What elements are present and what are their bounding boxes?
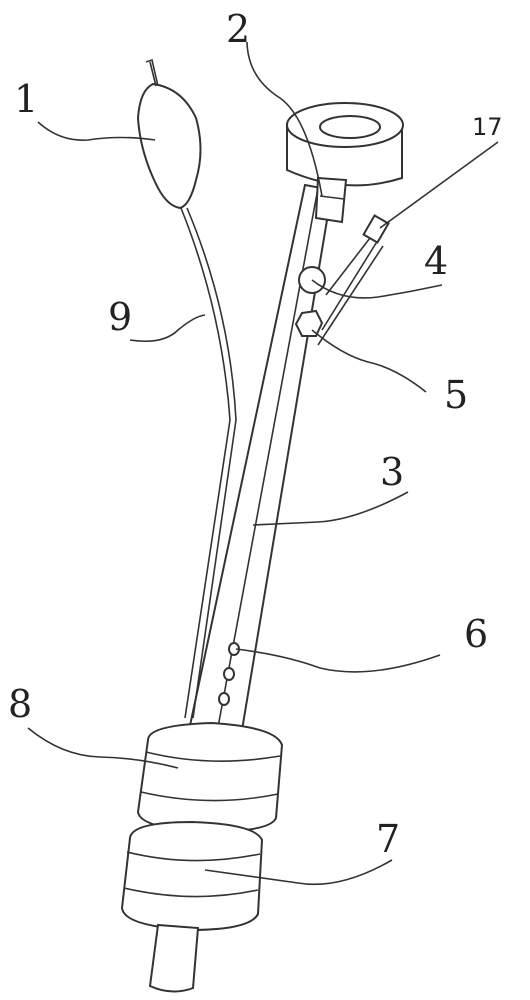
label-2: 2 xyxy=(226,7,251,51)
collar-upper xyxy=(136,721,284,834)
label-7: 7 xyxy=(376,817,401,861)
collar-lower xyxy=(120,820,264,932)
label-5: 5 xyxy=(444,373,469,417)
leader-lines xyxy=(27,41,499,886)
catheter-line xyxy=(180,207,237,719)
balloon xyxy=(136,58,202,210)
label-8: 8 xyxy=(8,682,33,726)
label-1: 1 xyxy=(14,77,39,121)
label-9: 9 xyxy=(108,295,133,339)
port-5 xyxy=(294,309,324,337)
label-3: 3 xyxy=(380,450,405,494)
label-6: 6 xyxy=(464,612,489,656)
label-17: 17 xyxy=(472,113,503,141)
bottom-stub xyxy=(148,923,200,993)
label-4: 4 xyxy=(424,239,449,283)
side-tubes xyxy=(317,214,390,346)
